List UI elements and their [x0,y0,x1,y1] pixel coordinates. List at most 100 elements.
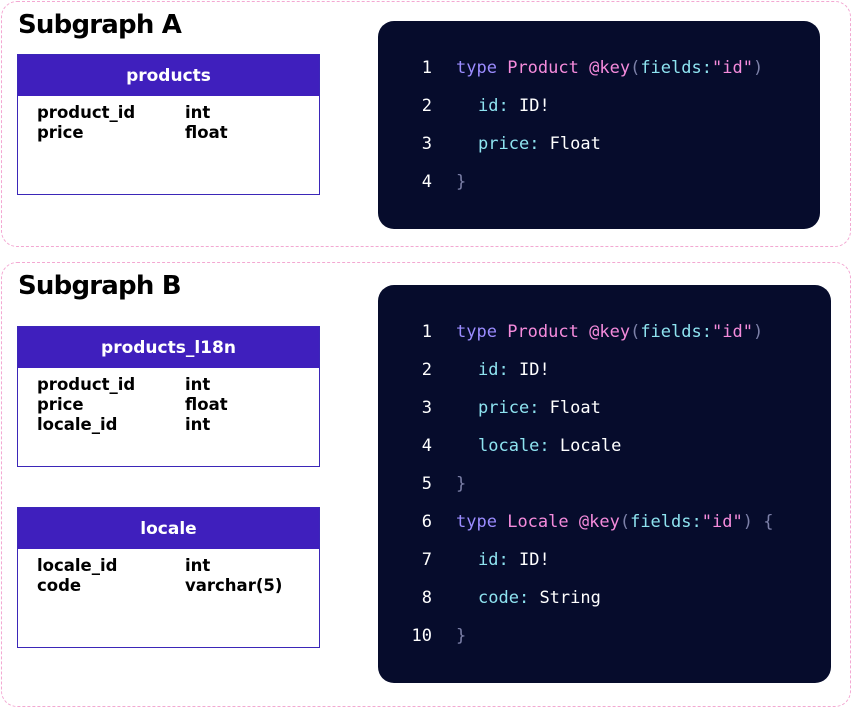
column-type: int [185,374,211,394]
code-type-name: Product [507,58,579,78]
code-colon: : [701,322,712,342]
line-number: 1 [421,58,432,78]
line-number: 5 [421,474,432,494]
code-line: 10} [378,626,831,664]
subgraph-b-container: Subgraph B [1,262,851,707]
line-number: 7 [421,550,432,570]
line-number: 4 [421,436,432,456]
code-type-name: Product [507,322,579,342]
column-type: varchar(5) [185,575,283,595]
code-separator: : [518,588,540,608]
table-row: code varchar(5) [18,575,319,595]
code-line: 5} [378,474,831,512]
column-type: float [185,394,228,414]
code-property: code [478,588,519,608]
code-argument: fields [630,512,692,532]
code-colon: : [691,512,702,532]
column-name: product_id [37,374,136,394]
column-type: int [185,414,211,434]
code-property: id [478,550,499,570]
code-keyword: type [456,58,497,78]
code-directive: @key [589,58,631,78]
code-closing-brace: } [456,474,467,494]
code-punctuation: ( [630,58,641,78]
code-closing-brace: } [456,172,467,192]
code-line: 4 locale: Locale [378,436,831,474]
code-directive: @key [589,322,631,342]
table-products: products product_id int price float [17,54,320,195]
code-line: 7 id: ID! [378,550,831,588]
code-separator: : [529,398,550,418]
code-separator: : [498,360,519,380]
column-name: price [37,394,84,414]
code-string: "id" [711,58,753,78]
table-row: price float [18,122,319,142]
table-row: locale_id int [18,555,319,575]
code-line: 6 type Locale @key(fields:"id") { [378,512,831,550]
code-string: "id" [711,322,753,342]
code-line: 4} [378,172,820,210]
code-punctuation: ) [752,58,764,78]
subgraph-a-title: Subgraph A [18,10,182,40]
subgraph-a-container: Subgraph A [1,1,851,247]
code-line: 2 id: ID! [378,360,831,398]
code-property: price [478,134,530,154]
code-string: "id" [701,512,743,532]
line-number: 3 [421,398,432,418]
table-header: products_l18n [18,327,319,368]
code-value: ID! [518,550,550,570]
column-name: code [37,575,82,595]
table-row: locale_id int [18,414,319,434]
line-number: 6 [421,512,432,532]
code-closing-brace: } [456,626,467,646]
code-separator: : [539,436,560,456]
code-keyword: type [456,322,497,342]
column-type: int [185,102,211,122]
code-separator: : [529,134,550,154]
code-value: Float [549,134,601,154]
code-punctuation: ) [742,512,753,532]
code-line: 1 type Product @key(fields:"id") [378,322,831,360]
code-argument: fields [640,322,702,342]
code-separator: : [498,550,519,570]
column-type: int [185,555,211,575]
code-line: 1 type Product @key(fields:"id") [378,58,820,96]
column-type: float [185,122,228,142]
code-line: 3 price: Float [378,134,820,172]
code-argument: fields [640,58,702,78]
code-colon: : [701,58,712,78]
code-property: id [478,96,499,116]
code-property: id [478,360,499,380]
code-keyword: type [456,512,497,532]
code-type-name: Locale [507,512,569,532]
table-row: product_id int [18,374,319,394]
code-property: locale [478,436,540,456]
code-value: ID! [518,360,550,380]
code-value: ID! [518,96,550,116]
table-header: locale [18,508,319,549]
column-name: price [37,122,84,142]
column-name: product_id [37,102,136,122]
code-punctuation: ( [630,322,641,342]
line-number: 3 [421,134,432,154]
code-value: String [539,588,601,608]
table-header: products [18,55,319,96]
line-number: 4 [421,172,432,192]
line-number: 10 [411,626,432,646]
code-opening-brace: { [752,512,774,532]
code-directive: @key [578,512,620,532]
code-property: price [478,398,530,418]
column-name: locale_id [37,555,118,575]
line-number: 2 [421,360,432,380]
code-value: Locale [559,436,622,456]
column-name: locale_id [37,414,118,434]
table-row: product_id int [18,102,319,122]
line-number: 1 [421,322,432,342]
code-punctuation: ( [619,512,631,532]
code-punctuation: ) [752,322,764,342]
